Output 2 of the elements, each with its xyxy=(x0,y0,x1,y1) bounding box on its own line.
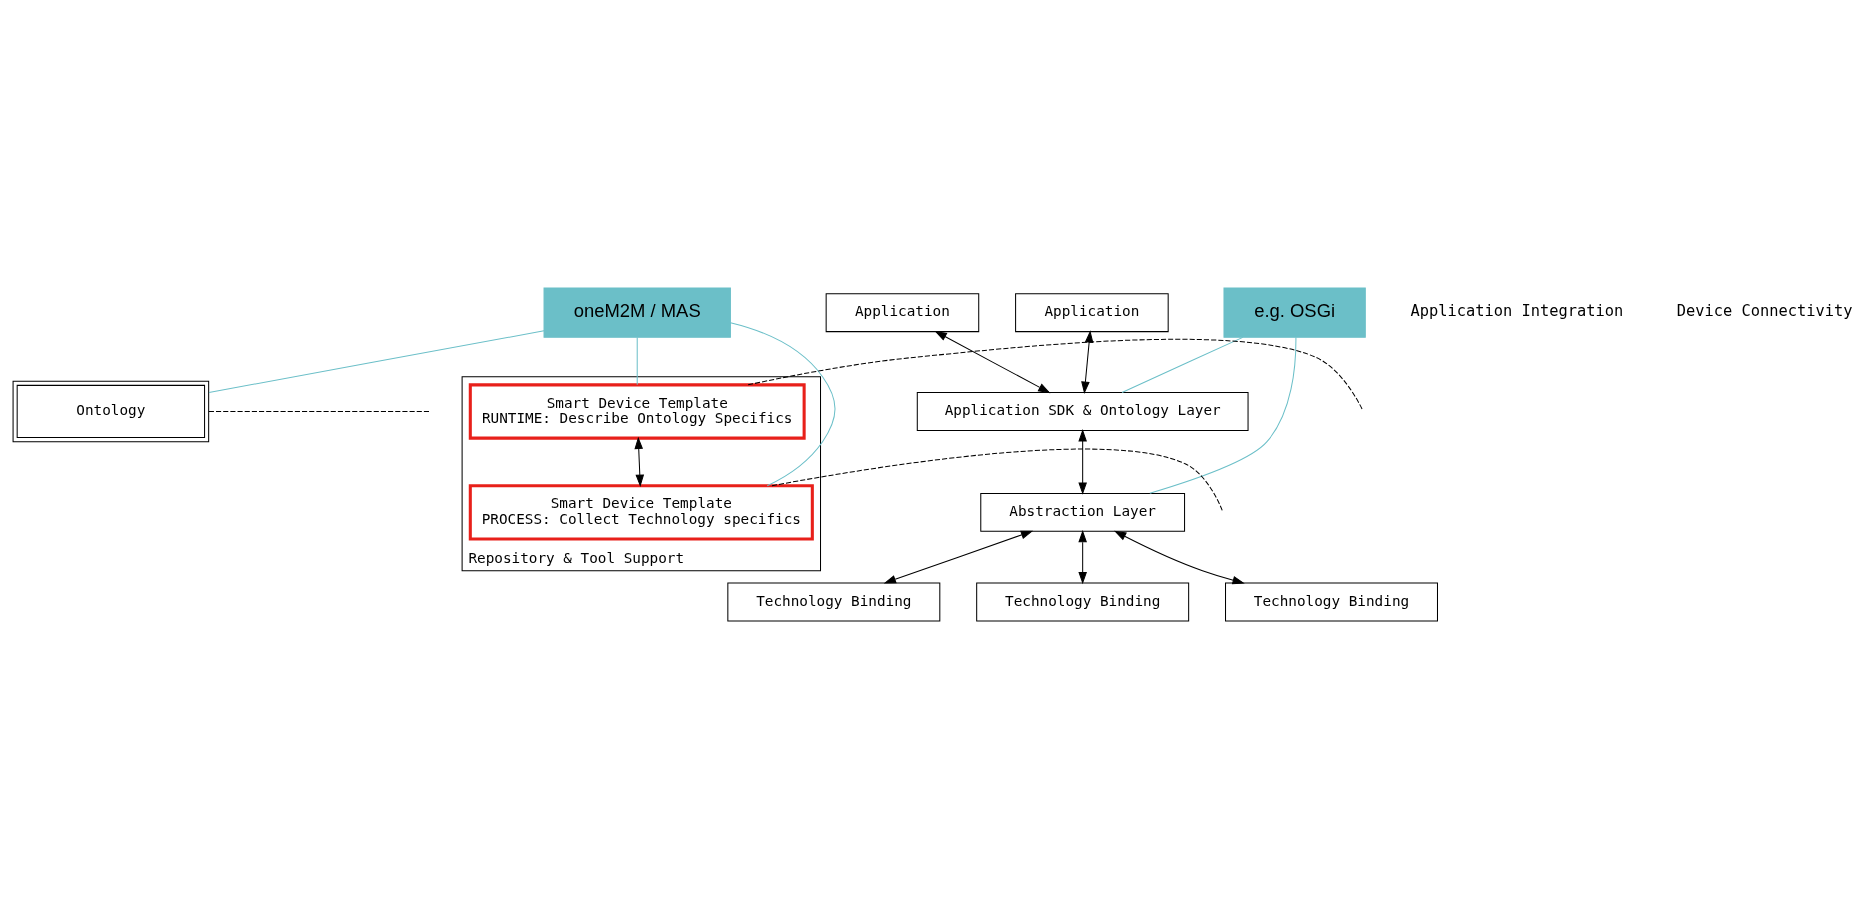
label: Application Integration xyxy=(1410,301,1624,320)
label: Device Connectivity xyxy=(1676,301,1853,320)
